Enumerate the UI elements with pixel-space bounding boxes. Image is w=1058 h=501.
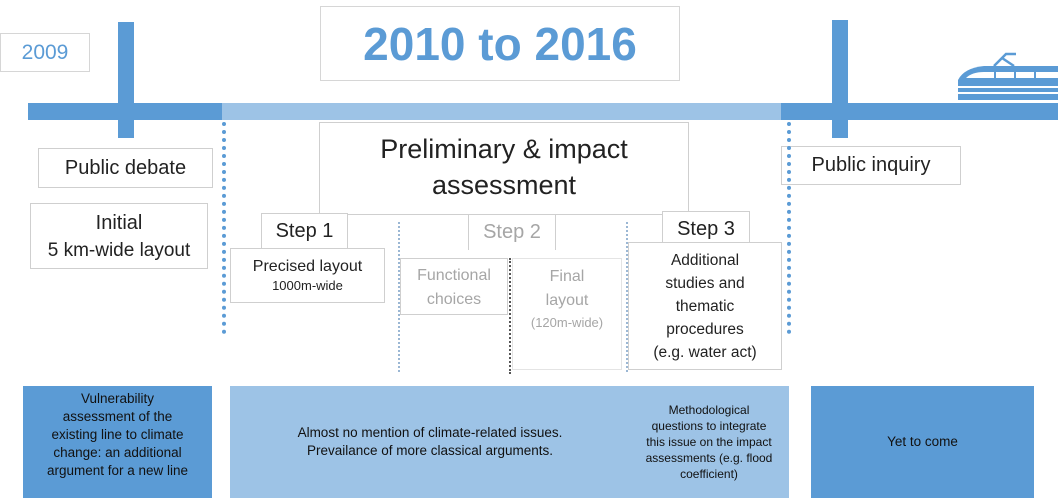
functional-choices-box: Functional choices [400,258,508,315]
step3-divider [626,222,628,372]
methodological-line4: assessments (e.g. flood [645,451,773,465]
step3-desc-line1: Additional [670,252,740,269]
final-line2: layout [545,292,589,309]
step1-desc-line1: Precised layout [252,258,363,275]
no-mention-line2: Prevailance of more classical arguments. [306,443,554,458]
functional-line2: choices [426,291,482,308]
step2-label: Step 2 [483,221,541,243]
methodological-box: Methodological questions to integrate th… [629,386,789,498]
milestone-2009-marker [118,22,134,138]
step2-divider-left [398,222,400,372]
methodological-line1: Methodological [668,403,750,417]
methodological-line2: questions to integrate [651,419,767,433]
step3-desc-line2: studies and [665,275,745,292]
high-speed-train-icon [958,52,1058,100]
final-line3: (120m-wide) [530,315,604,330]
preliminary-assessment-box: Preliminary & impact assessment [319,122,689,214]
phase-boundary-right [787,122,791,334]
step3-description-box: Additional studies and thematic procedur… [628,242,782,370]
step1-description-box: Precised layout 1000m-wide [230,248,385,303]
vulnerability-line3: existing line to climate [51,427,184,442]
methodological-line3: this issue on the impact [646,435,772,449]
public-inquiry-box: Public inquiry [781,146,961,185]
final-layout-box: Final layout (120m-wide) [512,258,622,370]
yet-to-come-label: Yet to come [887,434,958,449]
vulnerability-line4: change: an additional [53,445,182,460]
public-debate-label: Public debate [64,156,187,179]
functional-line1: Functional [417,267,491,284]
milestone-2016-marker [832,20,848,138]
phase-boundary-left [222,122,226,334]
start-year-box: 2009 [0,33,90,72]
step3-desc-line5: (e.g. water act) [653,344,757,361]
vulnerability-line5: argument for a new line [46,463,189,478]
initial-label: Initial [95,212,143,234]
initial-layout-width: 5 km-wide layout [47,240,191,261]
period-title-box: 2010 to 2016 [320,6,680,81]
timeline-bar-middle [222,103,782,120]
step1-label: Step 1 [275,220,334,242]
start-year-label: 2009 [21,40,69,64]
initial-layout-box: Initial 5 km-wide layout [30,203,208,269]
step3-label: Step 3 [677,218,735,240]
timeline-bar-right [781,103,1058,120]
period-title: 2010 to 2016 [363,17,637,70]
step2-label-box: Step 2 [468,214,556,250]
public-debate-box: Public debate [38,148,213,188]
step3-label-box: Step 3 [662,211,750,247]
step2-divider-middle [509,258,511,374]
step3-desc-line4: procedures [666,321,744,338]
no-mention-line1: Almost no mention of climate-related iss… [297,425,563,440]
step-connector-2 [556,214,662,215]
step3-desc-line3: thematic [675,298,735,315]
no-mention-box: Almost no mention of climate-related iss… [230,386,630,498]
methodological-line5: coefficient) [680,467,738,481]
vulnerability-box: Vulnerability assessment of the existing… [23,386,212,498]
step1-desc-line2: 1000m-wide [272,278,343,293]
public-inquiry-label: Public inquiry [811,154,931,176]
vulnerability-line1: Vulnerability [80,391,155,406]
preliminary-title-line2: assessment [431,170,577,200]
vulnerability-line2: assessment of the [62,409,173,424]
step-connector-1 [348,214,468,215]
step1-label-box: Step 1 [261,213,348,249]
preliminary-title-line1: Preliminary & impact [380,134,628,164]
yet-to-come-box: Yet to come [811,386,1034,498]
final-line1: Final [549,268,585,285]
